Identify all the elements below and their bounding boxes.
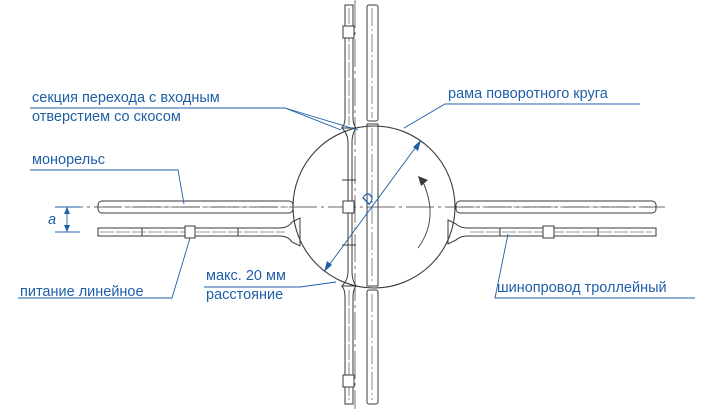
turntable-frame-leader [403,103,640,129]
offset-symbol: a [48,212,56,228]
annotation-layer [18,103,695,299]
linear-feed-leader [18,237,191,299]
linear-feed-label: питание линейное [20,284,144,300]
diameter-symbol: D [359,190,378,208]
trolley-busway-leader [494,233,695,299]
right-monorail [455,200,657,214]
rotation-arrow-head [418,176,428,186]
trolley-busway-label: шинопровод троллейный [497,280,667,296]
drawing-layer [55,0,665,409]
left-busway [97,217,301,247]
left-busway-clamp [184,225,196,239]
right-busway-clamp [542,225,555,239]
rotation-arrow [417,179,431,249]
monorail-leader [30,169,185,205]
max-distance-label-line1: макс. 20 мм [206,268,286,284]
center-clamp [342,200,355,214]
max-distance-label-line2: расстояние [206,287,283,303]
bottom-rail-clamp [342,374,355,388]
left-monorail [97,200,294,214]
top-rails [341,4,379,129]
transition-section-label-line2: отверстием со скосом [32,109,181,125]
bottom-rails [341,285,379,405]
transition-section-label-line1: секция перехода с входным [32,90,220,106]
right-busway [447,219,657,245]
max-distance-leader [204,281,337,288]
diameter-dimension-line [323,139,422,273]
top-rail-clamp [342,25,355,39]
turntable-frame-label: рама поворотного круга [448,86,609,102]
monorail-label: монорельс [32,152,105,168]
